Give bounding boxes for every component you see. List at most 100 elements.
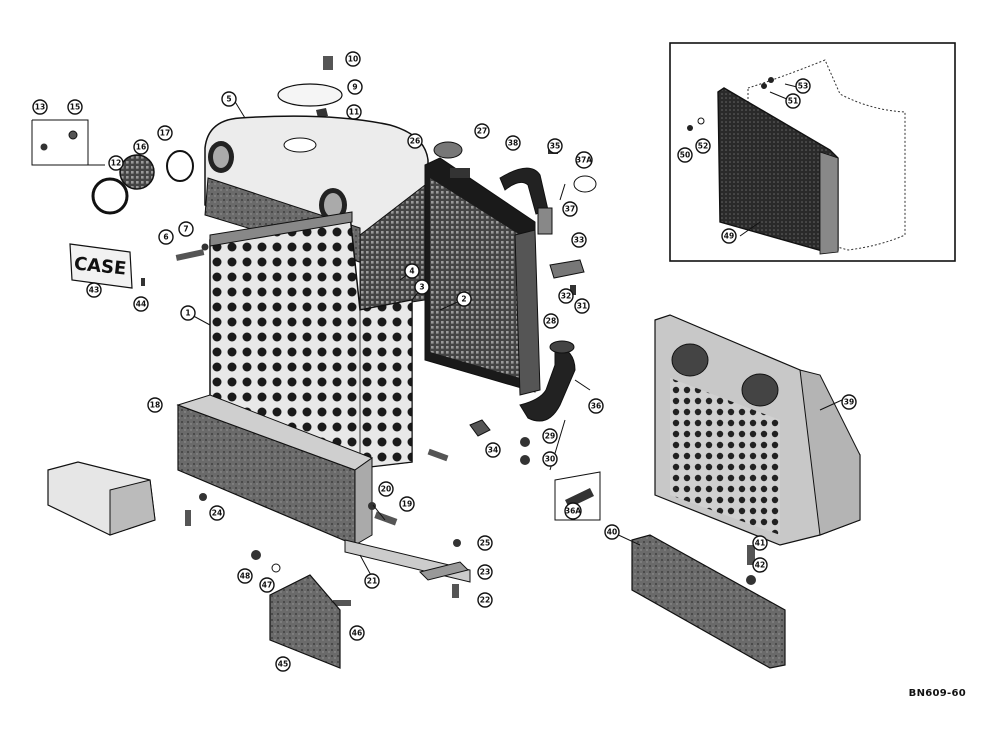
drain-cock-34 bbox=[469, 419, 491, 437]
hose-clamp-30 bbox=[549, 340, 575, 354]
callout-label: 53 bbox=[798, 82, 808, 91]
bracket-33 bbox=[549, 259, 585, 279]
gasket-17 bbox=[166, 150, 194, 182]
inset-bolt bbox=[761, 83, 767, 89]
callout-21: 21 bbox=[364, 573, 380, 589]
callout-label: 50 bbox=[680, 151, 690, 160]
callout-circle bbox=[477, 535, 493, 551]
callout-circle bbox=[752, 557, 768, 573]
radiator-side-tank bbox=[514, 229, 541, 396]
callout-10: 10 bbox=[345, 51, 361, 67]
callout-33: 33 bbox=[571, 232, 587, 248]
callout-circle bbox=[564, 502, 582, 520]
callout-label: 41 bbox=[755, 539, 765, 548]
callout-23: 23 bbox=[477, 564, 493, 580]
callout-12: 12 bbox=[108, 155, 124, 171]
inset-detail bbox=[669, 42, 956, 262]
screw-13 bbox=[40, 143, 48, 151]
callout-2: 2 bbox=[456, 291, 472, 307]
callout-28: 28 bbox=[543, 313, 559, 329]
callout-label: 5 bbox=[226, 95, 231, 104]
callout-5: 5 bbox=[221, 91, 237, 107]
callout-label: 12 bbox=[111, 159, 121, 168]
callout-label: 42 bbox=[755, 561, 765, 570]
retainer-ring-12 bbox=[91, 177, 129, 215]
callout-label: 37 bbox=[565, 205, 575, 214]
callout-circle bbox=[588, 398, 604, 414]
callout-51: 51 bbox=[785, 93, 801, 109]
callout-label: 51 bbox=[788, 97, 798, 106]
callout-label: 2 bbox=[461, 295, 466, 304]
side-panel-39 bbox=[654, 314, 861, 546]
callout-label: 16 bbox=[136, 143, 146, 152]
callout-circle bbox=[543, 313, 559, 329]
callout-circle bbox=[407, 133, 423, 149]
bracket-flange bbox=[109, 479, 156, 536]
panel-port-left bbox=[671, 343, 709, 377]
callout-42: 42 bbox=[752, 557, 768, 573]
callout-label: 29 bbox=[545, 432, 555, 441]
callout-label: 39 bbox=[844, 398, 854, 407]
callout-circle bbox=[795, 78, 811, 94]
bracket-line-2 bbox=[32, 119, 89, 165]
callout-circle bbox=[221, 91, 237, 107]
screw-44 bbox=[141, 278, 145, 286]
callout-52: 52 bbox=[695, 138, 711, 154]
upper-hose bbox=[499, 167, 549, 215]
callout-circle bbox=[157, 125, 173, 141]
callout-48: 48 bbox=[237, 568, 253, 584]
bottom-support-18 bbox=[176, 394, 374, 546]
bolt-10 bbox=[323, 56, 333, 70]
callout-label: 20 bbox=[381, 485, 391, 494]
callout-36: 36 bbox=[588, 398, 604, 414]
panel-side-flange bbox=[799, 369, 861, 536]
callout-13: 13 bbox=[32, 99, 48, 115]
callout-30: 30 bbox=[542, 451, 558, 467]
callout-label: 28 bbox=[546, 317, 556, 326]
callout-circle bbox=[345, 51, 361, 67]
callout-17: 17 bbox=[157, 125, 173, 141]
callout-circle bbox=[752, 535, 768, 551]
nut-29 bbox=[520, 437, 530, 447]
callout-label: 9 bbox=[352, 83, 357, 92]
brace-foot bbox=[419, 561, 469, 581]
small-fasteners bbox=[175, 243, 461, 606]
outlet-pipe-37 bbox=[537, 207, 553, 235]
callout-circle bbox=[574, 298, 590, 314]
callout-circle bbox=[67, 99, 83, 115]
callout-circle bbox=[86, 282, 102, 298]
callout-label: 18 bbox=[150, 401, 160, 410]
callout-37: 37 bbox=[562, 201, 578, 217]
callout-label: 23 bbox=[480, 568, 490, 577]
callout-circle bbox=[275, 656, 291, 672]
callout-circle bbox=[133, 139, 149, 155]
bolt-41 bbox=[747, 545, 755, 565]
callout-26: 26 bbox=[407, 133, 423, 149]
callout-7: 7 bbox=[178, 221, 194, 237]
callout-29: 29 bbox=[542, 428, 558, 444]
bolt-2 bbox=[427, 448, 449, 462]
lower-hose-36 bbox=[469, 259, 601, 521]
callout-circle bbox=[604, 524, 620, 540]
callout-circle bbox=[721, 228, 737, 244]
support-side bbox=[354, 457, 373, 546]
callout-circle bbox=[571, 232, 587, 248]
callout-label: 21 bbox=[367, 577, 377, 586]
callout-circle bbox=[364, 573, 380, 589]
callout-label: 15 bbox=[70, 103, 80, 112]
callout-label: 52 bbox=[698, 142, 708, 151]
callout-24: 24 bbox=[209, 505, 225, 521]
grille-screen-16 bbox=[119, 154, 155, 190]
hood-air-port-left-inner bbox=[213, 146, 229, 168]
callout-3: 3 bbox=[414, 279, 430, 295]
callout-38: 38 bbox=[505, 135, 521, 151]
callout-label: 6 bbox=[163, 233, 168, 242]
callout-1: 1 bbox=[180, 305, 196, 321]
washer-7 bbox=[201, 243, 209, 251]
callout-circle bbox=[108, 155, 124, 171]
callout-circle bbox=[562, 201, 578, 217]
callout-label: 36A bbox=[565, 507, 581, 516]
bracket-45-plate bbox=[269, 574, 341, 669]
nut-11 bbox=[316, 108, 328, 118]
